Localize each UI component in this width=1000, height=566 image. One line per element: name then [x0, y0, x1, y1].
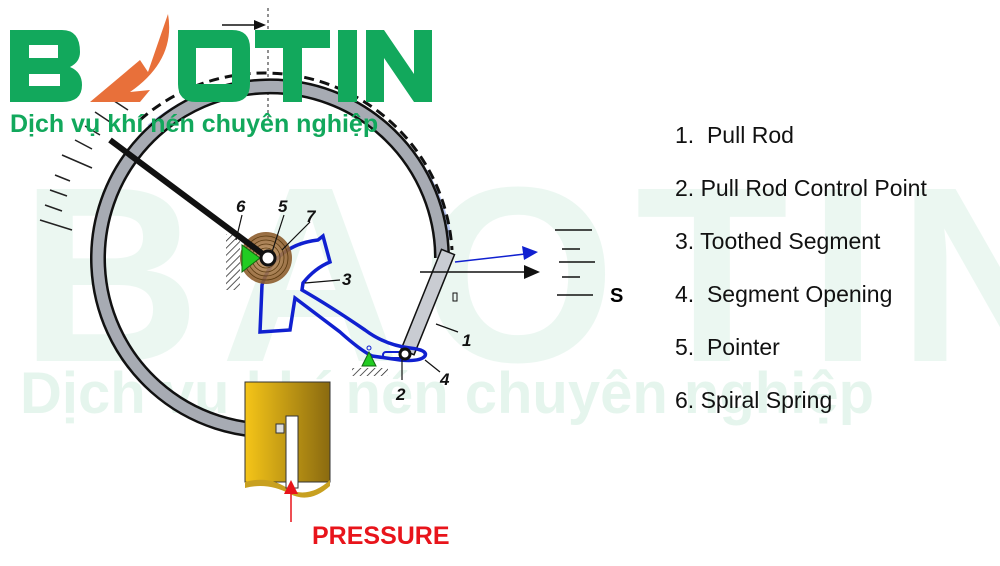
label-3: 3	[342, 270, 352, 289]
displacement-label: S	[610, 285, 623, 307]
toothed-segment	[258, 232, 428, 363]
legend-item-toothed-segment: 3. Toothed Segment	[675, 228, 881, 254]
label-1: 1	[462, 331, 471, 350]
legend-item-pull-rod: 1. Pull Rod	[675, 122, 794, 148]
legend-item-segment-opening: 4. Segment Opening	[675, 281, 893, 307]
label-2: 2	[395, 385, 406, 404]
s-scale-marks	[555, 229, 595, 296]
pull-rod	[400, 248, 456, 356]
label-5: 5	[278, 197, 288, 216]
label-7: 7	[306, 207, 317, 226]
legend-item-spiral-spring: 6. Spiral Spring	[675, 387, 833, 413]
legend: 1. Pull Rod 2. Pull Rod Control Point 3.…	[675, 120, 927, 438]
label-4: 4	[439, 370, 450, 389]
pressure-arrow	[284, 480, 298, 494]
displacement-arrow-black	[524, 265, 540, 279]
legend-item-pointer: 5. Pointer	[675, 334, 780, 360]
pointer	[108, 137, 270, 261]
logo-tagline: Dịch vụ khí nén chuyên nghiệp	[10, 110, 379, 138]
control-point-2	[398, 347, 412, 361]
scale-ticks	[39, 94, 129, 231]
baotin-logo	[10, 14, 432, 102]
displacement-arrow-blue	[522, 246, 538, 260]
pressure-label: PRESSURE	[312, 522, 450, 550]
label-6: 6	[236, 197, 246, 216]
segment-pivot-icon	[361, 350, 377, 367]
tube-displaced-outline	[139, 71, 454, 251]
legend-item-control-point: 2. Pull Rod Control Point	[675, 175, 927, 201]
